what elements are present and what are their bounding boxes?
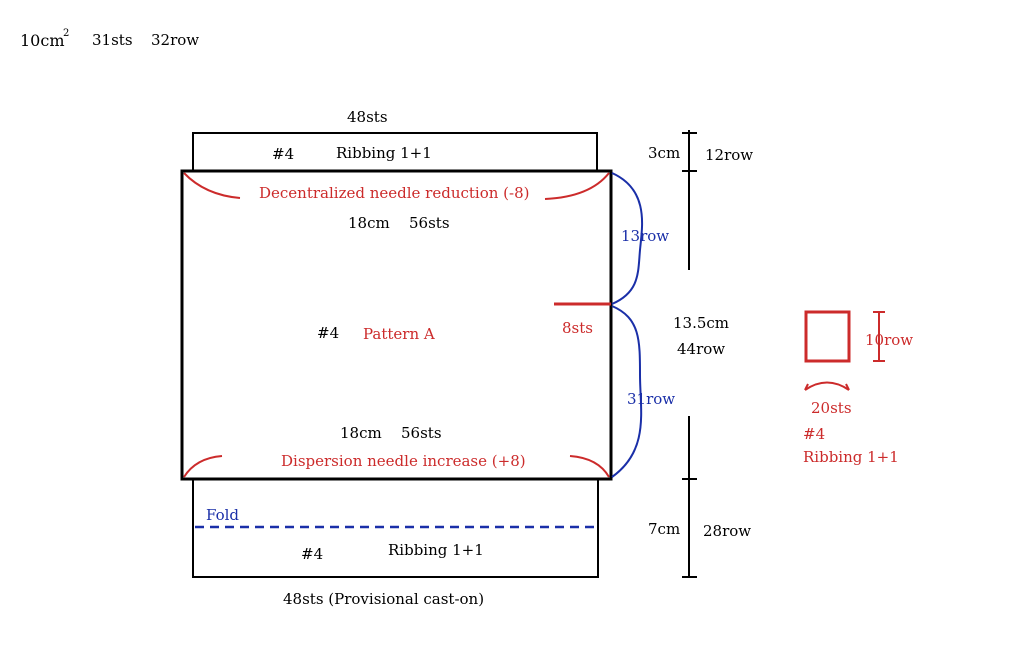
fold-label: Fold [206,506,239,524]
bottom-ribbing-height-cm: 7cm [648,520,680,538]
corner-curve-bottom-right [569,455,610,478]
bottom-ribbing-needle: #4 [301,545,323,563]
top-ribbing-height-cm: 3cm [648,144,680,162]
side-stitches: 8sts [562,319,593,337]
top-measure-sts: 56sts [409,214,450,232]
swatch-stitches: 20sts [811,399,852,417]
body-needle: #4 [317,324,339,342]
swatch-needle: #4 [803,425,825,443]
bottom-measure-sts: 56sts [401,424,442,442]
pattern-label: Pattern A [363,325,435,343]
top-ribbing: 48sts #4 Ribbing 1+1 [192,108,598,172]
gauge-area: 10cm [20,31,65,50]
body-panel: Decentralized needle reduction (-8) 18cm… [180,169,675,481]
swatch-width-arc [804,381,850,391]
swatch-rows: 10row [865,331,913,349]
top-measure-cm: 18cm [348,214,390,232]
gauge-stitches: 31sts [92,31,133,49]
corner-curve-top-right [544,172,610,200]
corner-curve-bottom-left [183,455,223,478]
corner-curve-top-left [183,172,241,199]
decrease-label: Decentralized needle reduction (-8) [259,184,530,202]
lower-rows: 31row [627,390,675,408]
increase-label: Dispersion needle increase (+8) [281,452,526,470]
gauge-header: 10cm 2 31sts 32row [20,28,199,50]
top-ribbing-width: 48sts [347,108,388,126]
bottom-ribbing-label: Ribbing 1+1 [388,541,484,559]
top-ribbing-label: Ribbing 1+1 [336,144,432,162]
gauge-area-exponent: 2 [63,28,69,39]
height-dimension: 3cm 12row 13.5cm 44row 7cm 28row [648,130,753,578]
swatch-width-arc-tick [804,383,850,391]
bottom-measure-cm: 18cm [340,424,382,442]
swatch-square [804,310,851,363]
bottom-ribbing-band [192,478,599,578]
swatch: 10row 20sts #4 Ribbing 1+1 [803,310,913,466]
body-height-rows: 44row [677,340,725,358]
top-ribbing-height-rows: 12row [705,146,753,164]
bottom-ribbing: Fold #4 Ribbing 1+1 48sts (Provisional c… [192,478,599,608]
bottom-ribbing-height-rows: 28row [703,522,751,540]
lower-row-brace [611,305,643,478]
upper-rows: 13row [621,227,669,245]
upper-row-brace [611,172,644,305]
swatch-label: Ribbing 1+1 [803,448,899,466]
gauge-rows: 32row [151,31,199,49]
top-ribbing-needle: #4 [272,145,294,163]
body-height-cm: 13.5cm [673,314,729,332]
cast-on-label: 48sts (Provisional cast-on) [283,590,484,608]
